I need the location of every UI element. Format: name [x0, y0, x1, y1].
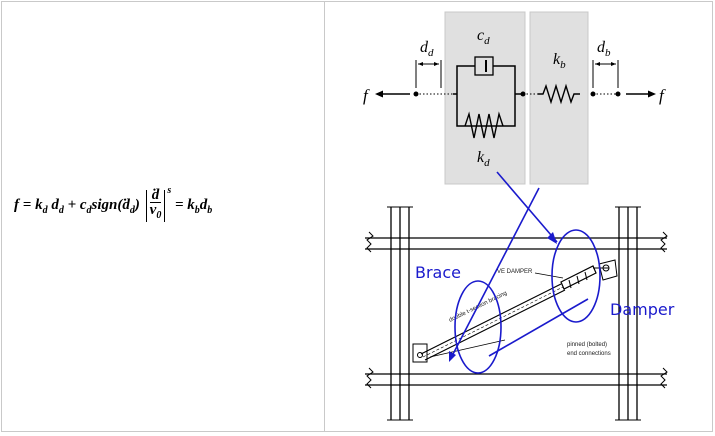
- arrow-to-brace: [450, 187, 540, 359]
- brace-label: Brace: [415, 263, 461, 282]
- fraction-v: v: [149, 202, 157, 218]
- force-arrowhead-left: [375, 90, 383, 98]
- db-arrow-l: [595, 62, 600, 66]
- pinned-callout-line1: pinned (bolted): [567, 342, 607, 348]
- damper-spring: [464, 111, 504, 139]
- eq-exponent: s: [167, 184, 172, 196]
- eq-f: f: [14, 196, 19, 213]
- eq-kb-sub: b: [194, 204, 200, 216]
- eq-c-sub: d: [86, 204, 92, 216]
- damper-ellipse: [551, 229, 601, 323]
- abs-bar-left: [145, 189, 147, 222]
- dd-arrow-l: [418, 62, 423, 66]
- damper-stiffness-label: kd: [477, 149, 490, 169]
- brace-spring: [538, 83, 580, 105]
- eq-equals-2: =: [174, 196, 184, 213]
- frame-drawing: [365, 206, 668, 421]
- panel-divider: [324, 1, 325, 432]
- dashpot-cylinder: [474, 56, 494, 76]
- eq-ddot: ḋ: [122, 196, 130, 213]
- eq-sign: sign: [91, 196, 118, 213]
- force-arrowhead-right: [648, 90, 656, 98]
- brace-ellipse: [454, 280, 502, 374]
- eq-k-sub: d: [42, 204, 48, 216]
- diagram-svg: f f cd kd kb dd db: [363, 11, 675, 421]
- arrowhead-damper: [547, 232, 557, 244]
- damper-callout-text: VE DAMPER: [497, 269, 533, 275]
- fraction-numerator: ḋ: [149, 188, 162, 203]
- damper-label: Damper: [610, 300, 675, 319]
- damping-coefficient-label: cd: [477, 27, 490, 47]
- force-label-right: f: [659, 86, 666, 105]
- fraction-denominator: v0: [150, 203, 162, 223]
- eq-d-sub: d: [58, 204, 64, 216]
- node-right-1: [590, 91, 596, 97]
- db-arrow-r: [611, 62, 616, 66]
- eq-ddot-sub: d: [129, 204, 135, 216]
- eq-d: d: [51, 196, 59, 213]
- force-label-left: f: [363, 86, 370, 105]
- node-right-2: [615, 91, 621, 97]
- eq-equals-1: =: [22, 196, 32, 213]
- brace-stiffness-label: kb: [553, 51, 566, 71]
- brace-spring-box: [529, 11, 589, 185]
- damper-unit-box: [444, 11, 526, 185]
- eq-kb: k: [187, 196, 195, 213]
- arrow-to-damper: [496, 171, 558, 243]
- dd-arrow-r: [434, 62, 439, 66]
- abs-bar-right: [164, 189, 166, 222]
- eq-plus: +: [67, 196, 77, 213]
- node-left: [413, 91, 419, 97]
- pointer-line: [488, 298, 589, 357]
- arrowhead-brace: [449, 351, 456, 362]
- eq-db: d: [199, 196, 208, 213]
- pinned-callout-line2: end connections: [567, 351, 611, 357]
- damper-deformation-label: dd: [420, 39, 434, 59]
- eq-c: c: [79, 196, 87, 213]
- eq-db-sub: b: [207, 204, 213, 216]
- fraction-v-sub: 0: [156, 210, 162, 221]
- brace-deformation-label: db: [597, 39, 611, 59]
- diagram-panel: f f cd kd kb dd db: [325, 2, 713, 431]
- eq-k: k: [35, 196, 43, 213]
- blue-annotations: [450, 171, 601, 374]
